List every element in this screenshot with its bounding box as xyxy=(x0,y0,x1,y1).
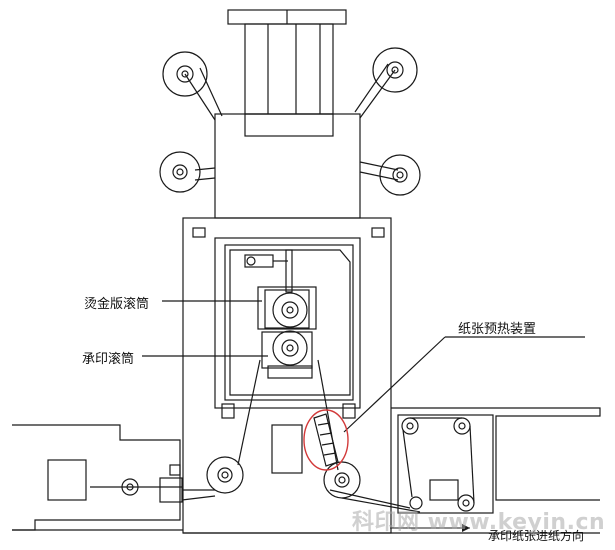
paper-path xyxy=(181,489,421,513)
roller-assembly xyxy=(237,249,339,471)
top-cylinder xyxy=(227,9,347,115)
upper-head xyxy=(214,113,361,219)
main-frame xyxy=(182,217,392,534)
watermark: 科印网 www.keyin.cn xyxy=(352,510,606,535)
foil-reels xyxy=(159,47,421,196)
feed-direction-arrow xyxy=(390,524,470,532)
access-window xyxy=(271,424,303,474)
leader-lines xyxy=(142,300,585,433)
impression-roller-label: 承印滚筒 xyxy=(82,352,135,367)
left-feeder xyxy=(12,424,183,531)
paper-preheat-label: 纸张预热装置 xyxy=(458,322,537,337)
preheat-highlight-circle xyxy=(303,409,349,471)
preheat-plate xyxy=(313,413,339,467)
feed-direction-label: 承印纸张进纸方向 xyxy=(488,529,585,543)
foil-roller-label: 烫金版滚筒 xyxy=(84,297,150,312)
right-feeder xyxy=(183,407,601,534)
